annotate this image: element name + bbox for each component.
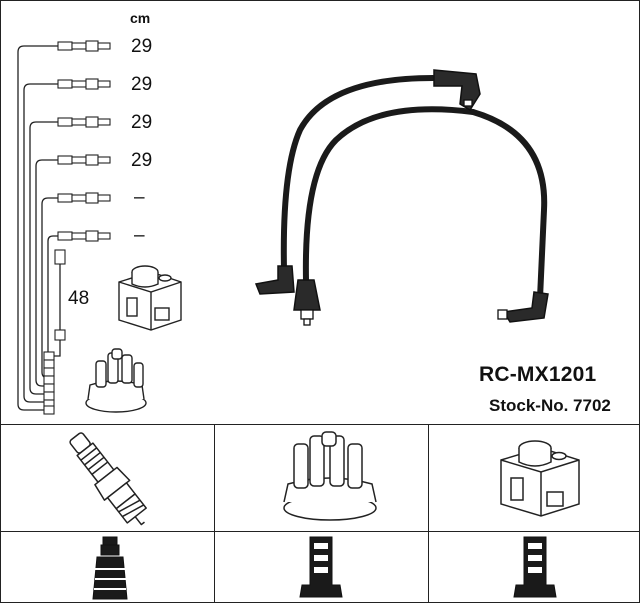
spark-plug-icon	[69, 432, 147, 526]
lead-length-3: 29	[131, 112, 153, 133]
lead-length-1: 29	[131, 36, 153, 57]
distributor-cap-small-icon	[85, 348, 147, 413]
ignition-coil-small-icon	[118, 265, 182, 331]
stock-number: Stock-No. 7702	[489, 396, 611, 415]
plug-connector-icon	[92, 536, 128, 600]
col-divider-right	[428, 424, 429, 603]
lead-length-6: –	[134, 225, 145, 246]
ignition-coil-icon	[500, 440, 580, 517]
lead-length-4: 29	[131, 150, 153, 171]
lead-length-5: –	[134, 187, 145, 208]
ignition-lead-set	[254, 69, 549, 326]
distributor-cap-icon	[283, 431, 377, 521]
row-divider-bottom	[0, 531, 640, 532]
cap-terminal-icon	[299, 536, 343, 598]
length-unit-label: cm	[130, 10, 151, 26]
coil-lead-length: 48	[68, 288, 90, 309]
lead-length-2: 29	[131, 74, 153, 95]
col-divider-left	[214, 424, 215, 603]
coil-terminal-icon	[513, 536, 557, 598]
row-divider-top	[0, 424, 640, 425]
model-number: RC-MX1201	[479, 363, 597, 386]
